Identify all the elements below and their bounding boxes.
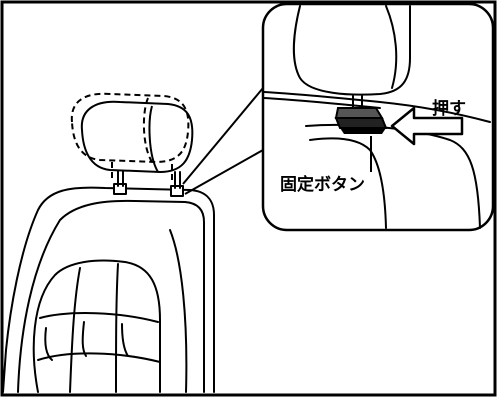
seat-drawing: [2, 169, 215, 393]
callout-lines: [182, 87, 264, 195]
push-label: 押す: [432, 98, 466, 119]
lock-button-graphic: [334, 107, 388, 134]
push-arrow-icon: [390, 106, 464, 146]
headrest-solid: [80, 100, 194, 173]
headrest-dashed: [70, 92, 190, 184]
lock-button-label: 固定ボタン: [280, 174, 365, 195]
detail-inset: [261, 2, 495, 232]
